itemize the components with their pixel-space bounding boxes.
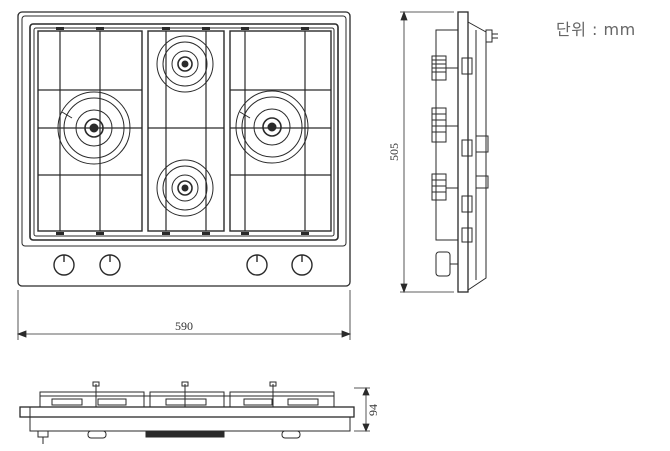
width-dimension	[16, 290, 352, 340]
side-burner-3	[431, 173, 458, 201]
knob-4	[291, 254, 313, 276]
burner-left	[57, 91, 131, 165]
knob-1	[53, 254, 75, 276]
burner-top	[156, 35, 214, 93]
unit-label: 단위 : mm	[556, 20, 636, 39]
depth-dimension	[400, 10, 454, 294]
depth-dimension-label: 505	[387, 143, 401, 161]
width-dimension-label: 590	[175, 319, 193, 333]
burner-right	[235, 90, 309, 164]
height-dimension	[354, 386, 370, 433]
side-burner-1	[431, 55, 458, 81]
side-burner-2	[431, 107, 458, 143]
knob-2	[99, 254, 121, 276]
height-dimension-label: 94	[366, 404, 380, 416]
front-view	[19, 381, 355, 444]
top-view	[17, 11, 351, 287]
side-view	[431, 11, 498, 293]
knob-3	[246, 254, 268, 276]
burner-bottom	[156, 159, 214, 217]
